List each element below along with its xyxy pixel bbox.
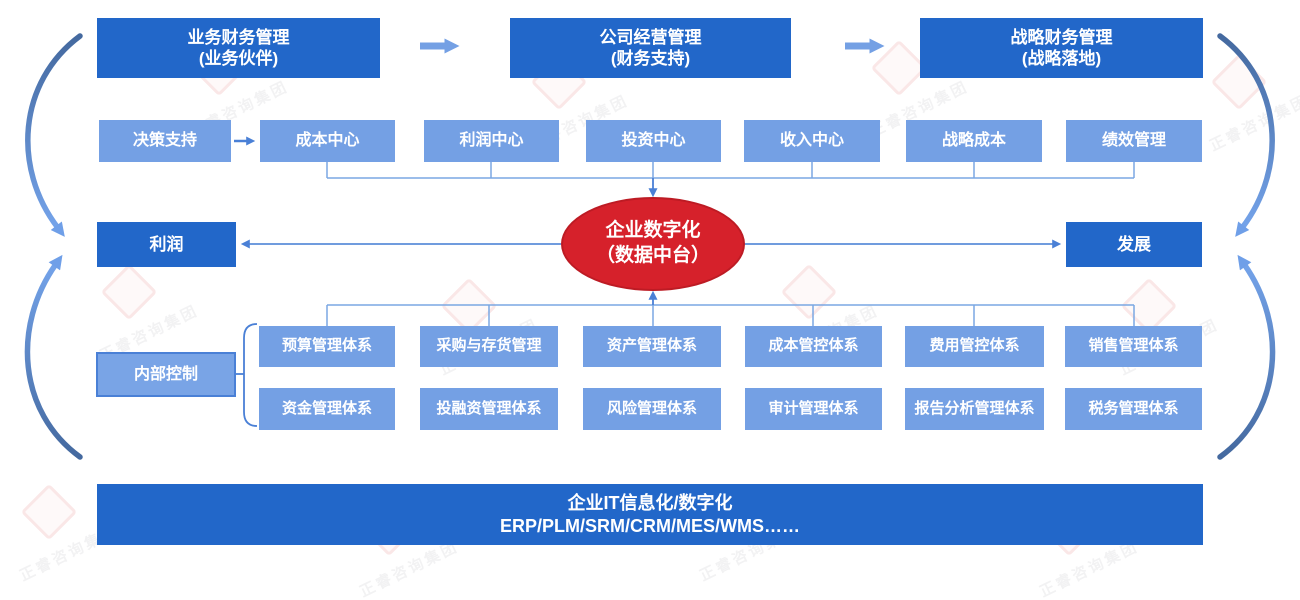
- node-report-analysis-system: 报告分析管理体系: [905, 388, 1044, 430]
- node-label: 投资中心: [621, 132, 686, 149]
- node-audit-system: 审计管理体系: [745, 388, 882, 430]
- node-label-line2: (业务伙伴): [198, 49, 279, 68]
- centers-bus: [326, 162, 1135, 179]
- systems-bus: [326, 304, 1135, 326]
- footer-line2: ERP/PLM/SRM/CRM/MES/WMS……: [500, 515, 800, 536]
- node-revenue-center: 收入中心: [744, 120, 880, 162]
- node-asset-system: 资产管理体系: [583, 326, 721, 367]
- node-cost-center: 成本中心: [260, 120, 395, 162]
- node-strategic-cost: 战略成本: [906, 120, 1042, 162]
- node-investment-financing-system: 投融资管理体系: [420, 388, 558, 430]
- node-label: 利润中心: [459, 132, 524, 149]
- node-label-line2: (战略落地): [1021, 49, 1102, 68]
- node-label-line1: 公司经营管理: [599, 27, 702, 47]
- node-expense-control-system: 费用管控体系: [905, 326, 1044, 367]
- node-label: 决策支持: [132, 132, 197, 149]
- node-strategic-finance: 战略财务管理 (战略落地): [920, 18, 1203, 78]
- node-label: 利润: [149, 234, 184, 254]
- right-bottom-curve-arrow: [1217, 254, 1276, 460]
- node-label: 税务管理体系: [1088, 399, 1179, 417]
- node-label: 成本管控体系: [768, 337, 859, 355]
- node-label: 投融资管理体系: [436, 399, 542, 417]
- node-sales-system: 销售管理体系: [1065, 326, 1202, 367]
- node-label: 收入中心: [779, 132, 844, 149]
- node-digital-hub: 企业数字化 （数据中台）: [561, 197, 745, 291]
- node-label: 费用管控体系: [929, 337, 1020, 355]
- node-investment-center: 投资中心: [586, 120, 721, 162]
- left-top-curve-arrow: [25, 33, 83, 237]
- right-top-curve-arrow: [1217, 33, 1275, 237]
- node-performance-mgmt: 绩效管理: [1066, 120, 1202, 162]
- node-label: 审计管理体系: [768, 399, 859, 417]
- node-label: 采购与存货管理: [436, 337, 542, 355]
- node-internal-control: 内部控制: [96, 352, 236, 397]
- node-label: 成本中心: [295, 132, 360, 149]
- node-development: 发展: [1066, 222, 1202, 267]
- node-budget-system: 预算管理体系: [259, 326, 395, 367]
- node-profit: 利润: [97, 222, 236, 267]
- node-label: 战略成本: [941, 132, 1006, 149]
- node-label: 资产管理体系: [606, 337, 697, 355]
- node-profit-center: 利润中心: [424, 120, 559, 162]
- node-label: 预算管理体系: [281, 337, 372, 355]
- node-label: 销售管理体系: [1088, 337, 1179, 355]
- node-decision-support: 决策支持: [99, 120, 231, 162]
- node-tax-system: 税务管理体系: [1065, 388, 1202, 430]
- node-label: 发展: [1117, 234, 1151, 254]
- node-label-line1: 战略财务管理: [1010, 27, 1113, 47]
- node-label: 资金管理体系: [281, 399, 372, 417]
- hub-label-line1: 企业数字化: [605, 220, 701, 242]
- node-label-line2: (财务支持): [610, 49, 691, 68]
- node-cost-control-system: 成本管控体系: [745, 326, 882, 367]
- node-label: 绩效管理: [1101, 132, 1166, 149]
- node-risk-system: 风险管理体系: [583, 388, 721, 430]
- internal-control-bracket: [236, 323, 258, 427]
- node-business-finance: 业务财务管理 (业务伙伴): [97, 18, 380, 78]
- footer-it-bar: 企业IT信息化/数字化 ERP/PLM/SRM/CRM/MES/WMS……: [97, 484, 1203, 545]
- node-label-line1: 业务财务管理: [187, 27, 290, 47]
- node-company-operation: 公司经营管理 (财务支持): [510, 18, 791, 78]
- node-label: 风险管理体系: [606, 399, 697, 417]
- node-label: 报告分析管理体系: [914, 399, 1035, 417]
- node-label: 内部控制: [133, 365, 198, 383]
- node-capital-system: 资金管理体系: [259, 388, 395, 430]
- hub-label-line2: （数据中台）: [595, 245, 710, 266]
- node-procurement-inventory: 采购与存货管理: [420, 326, 558, 367]
- left-bottom-curve-arrow: [24, 254, 83, 460]
- footer-line1: 企业IT信息化/数字化: [567, 493, 733, 513]
